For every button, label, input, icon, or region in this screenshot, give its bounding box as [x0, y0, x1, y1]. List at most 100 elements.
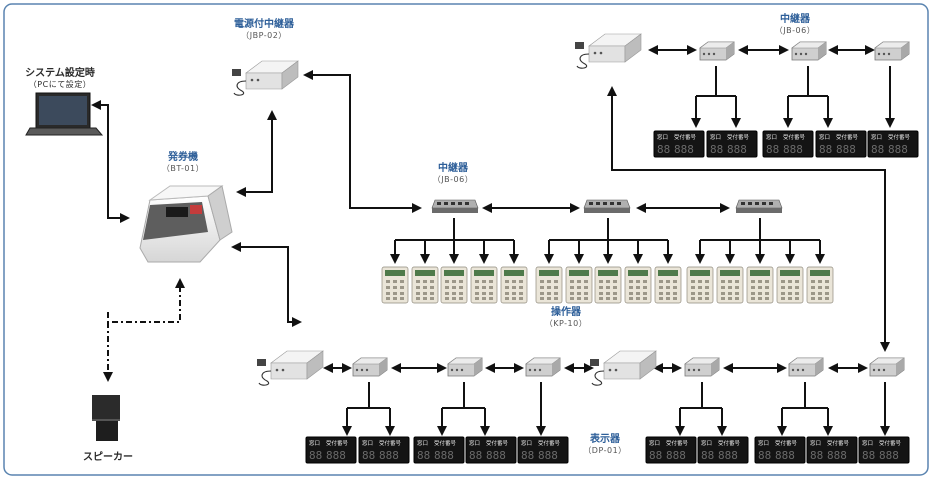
display-window-digits: 88 — [710, 143, 723, 156]
dp-model: （DP-01） — [583, 445, 627, 455]
keypad-icon — [500, 266, 528, 304]
display-number-label: 受付番号 — [486, 439, 509, 447]
display-number-digits: 888 — [827, 449, 847, 462]
jb-top-name: 中継器 — [779, 14, 810, 25]
display-window-digits: 88 — [810, 449, 823, 462]
display-number-digits: 888 — [783, 143, 803, 156]
keypad-icon — [624, 266, 652, 304]
display-window-digits: 88 — [657, 143, 670, 156]
keypad-icon — [440, 266, 468, 304]
display-window-digits: 88 — [417, 449, 430, 462]
hub-icon-3 — [735, 199, 783, 214]
jb-mid-name: 中継器 — [437, 163, 468, 174]
display-number-digits: 888 — [538, 449, 558, 462]
bt-model: （BT-01） — [161, 163, 205, 173]
display-number-label: 受付番号 — [727, 133, 750, 141]
kp-label: 操作器 （KP-10） — [545, 307, 587, 328]
kp-name: 操作器 — [551, 307, 581, 318]
display-number-label: 受付番号 — [879, 439, 902, 447]
display-number-digits: 888 — [379, 449, 399, 462]
display-window-digits: 88 — [309, 449, 322, 462]
keypad-icon — [654, 266, 682, 304]
keypad-group — [381, 266, 834, 304]
display-number-label: 受付番号 — [827, 439, 850, 447]
laptop-icon — [25, 92, 104, 136]
relay-box-icon — [447, 357, 483, 377]
laptop-label: システム設定時 （PCにて設定） — [25, 68, 95, 89]
display-window-label: 窓口 — [649, 439, 660, 447]
display-number-label: 受付番号 — [888, 133, 911, 141]
display-window-digits: 88 — [766, 143, 779, 156]
keypad-icon — [716, 266, 744, 304]
hub-icon-1 — [431, 199, 479, 214]
display-window-label: 窓口 — [862, 439, 873, 447]
display-number-digits: 888 — [718, 449, 738, 462]
keypad-icon — [686, 266, 714, 304]
display-window-label: 窓口 — [657, 133, 668, 141]
speaker-icon — [92, 395, 120, 441]
display-window-label: 窓口 — [819, 133, 830, 141]
display-number-digits: 888 — [879, 449, 899, 462]
display-number-label: 受付番号 — [836, 133, 859, 141]
bt-label: 発券機 （BT-01） — [162, 152, 204, 173]
relay-box-icon — [869, 357, 905, 377]
display-number-label: 受付番号 — [718, 439, 741, 447]
laptop-model: （PCにて設定） — [28, 79, 92, 89]
ticket-machine-icon — [139, 185, 233, 263]
display-number-label: 受付番号 — [434, 439, 457, 447]
display-window-digits: 88 — [701, 449, 714, 462]
display-window-digits: 88 — [871, 143, 884, 156]
relay-box-icon — [874, 41, 910, 61]
jb-mid-model: （JB-06） — [432, 174, 474, 184]
relay-box-icon — [352, 357, 388, 377]
display-window-label: 窓口 — [417, 439, 428, 447]
display-number-label: 受付番号 — [326, 439, 349, 447]
display-window-label: 窓口 — [309, 439, 320, 447]
keypad-icon — [594, 266, 622, 304]
jb-top-label: 中継器 （JB-06） — [775, 14, 815, 35]
display-window-label: 窓口 — [810, 439, 821, 447]
display-number-digits: 888 — [775, 449, 795, 462]
display-window-label: 窓口 — [766, 133, 777, 141]
display-number-digits: 888 — [434, 449, 454, 462]
display-window-digits: 88 — [819, 143, 832, 156]
keypad-icon — [535, 266, 563, 304]
display-window-digits: 88 — [521, 449, 534, 462]
display-number-label: 受付番号 — [379, 439, 402, 447]
display-window-label: 窓口 — [521, 439, 532, 447]
jb-top-model: （JB-06） — [774, 25, 816, 35]
display-window-label: 窓口 — [758, 439, 769, 447]
jbp-name: 電源付中継器 — [234, 19, 294, 30]
keypad-icon — [746, 266, 774, 304]
keypad-icon — [776, 266, 804, 304]
jb-mid-label: 中継器 （JB-06） — [433, 163, 473, 184]
display-window-digits: 88 — [758, 449, 771, 462]
jbp-model: （JBP-02） — [241, 30, 287, 40]
display-number-digits: 888 — [486, 449, 506, 462]
display-window-digits: 88 — [649, 449, 662, 462]
display-number-digits: 888 — [836, 143, 856, 156]
keypad-icon — [565, 266, 593, 304]
display-number-digits: 888 — [666, 449, 686, 462]
display-number-digits: 888 — [326, 449, 346, 462]
display-number-digits: 888 — [888, 143, 908, 156]
display-window-digits: 88 — [862, 449, 875, 462]
relay-box-icon — [699, 41, 735, 61]
display-number-label: 受付番号 — [666, 439, 689, 447]
